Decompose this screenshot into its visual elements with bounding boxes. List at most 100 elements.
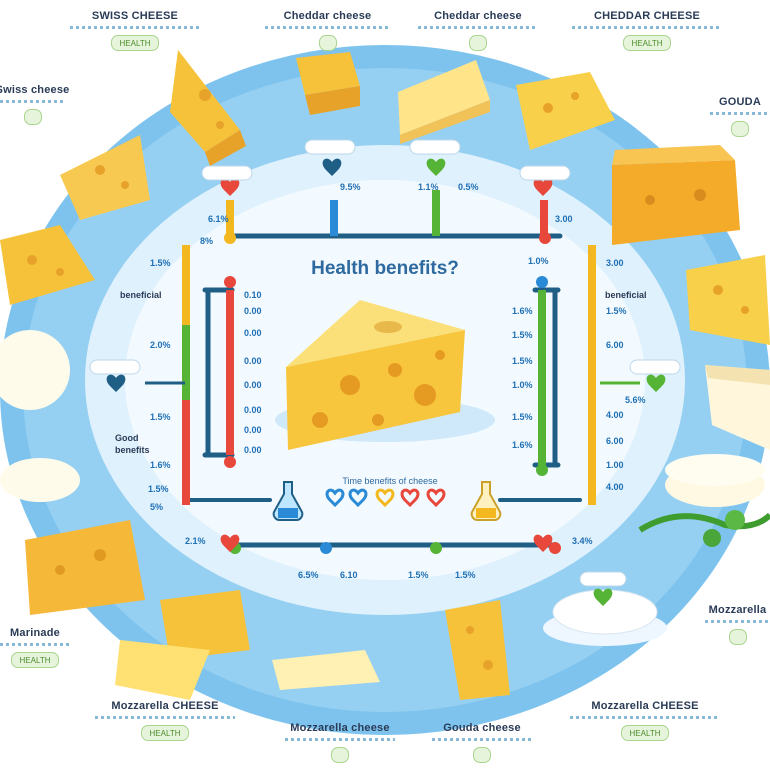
cheese-label-title: GOUDA [719,96,761,108]
cheese-label-pill [731,121,749,137]
side-label-left-lower: Good benefits [115,433,150,455]
cheese-decorations [0,50,770,700]
cheese-label-cheddar2: Cheddar cheese [418,10,538,51]
side-label-right-upper: beneficial [605,290,647,300]
cheese-label-divider [265,26,390,29]
cheese-label-title: Gouda cheese [443,722,521,734]
cheese-label-divider [432,738,532,741]
cheese-label-pill: HEALTH [140,725,190,741]
heart-icon [593,588,613,606]
flask-icon [470,481,502,521]
heart-row [325,488,446,508]
value-label: 0.00 [244,306,262,316]
cheese-label-gouda-bc: Gouda cheese [432,722,532,763]
cheese-label-swiss-left: Swiss cheese [0,84,69,125]
cheese-label-pill: HEALTH [110,35,160,51]
heart-icon [533,178,553,196]
value-label: 3.00 [555,214,573,224]
value-label: 1.5% [512,356,533,366]
heart-icon [426,158,446,176]
value-label: 4.00 [606,482,624,492]
value-label: 0.00 [244,405,262,415]
value-label: 3.4% [572,536,593,546]
value-label: 5% [150,502,164,512]
cheese-label-title: Cheddar cheese [283,10,372,22]
value-label: 6.10 [340,570,358,580]
connectors [186,233,582,548]
value-label: 1.5% [150,258,171,268]
cheese-label-pill [318,35,337,51]
cheese-label-swiss: SWISS CHEESE HEALTH [70,10,200,51]
cheese-label-title: Mozzarella [708,604,767,616]
cheese-label-title: CHEDDAR CHEESE [593,10,701,22]
cheese-label-divider [70,26,200,29]
cheese-label-divider [705,620,770,623]
value-label: 4.00 [606,410,624,420]
cheese-label-divider [285,738,395,741]
cheese-label-pill [469,35,487,51]
cheese-label-divider [95,716,235,719]
value-label: 0.00 [244,425,262,435]
bars [182,190,596,505]
page-title: Health benefits? [311,258,459,279]
value-label: 1.1% [418,182,439,192]
value-label: 0.5% [458,182,479,192]
value-label: 2.1% [185,536,206,546]
cheese-label-pill: HEALTH [620,725,670,741]
flask-icon [272,481,304,521]
cheese-label-title: Mozzarella cheese [290,722,390,734]
value-label: 6.00 [606,436,624,446]
cheese-label-pill [473,747,491,763]
cheese-label-title: Mozzarella CHEESE [591,700,699,712]
cheese-label-pill: HEALTH [622,35,672,51]
value-label: 1.5% [148,484,169,494]
cheese-label-title: SWISS CHEESE [91,10,179,22]
value-label: 1.5% [606,306,627,316]
heart-icon [106,374,126,392]
value-label: 1.5% [150,412,171,422]
value-label: 1.5% [408,570,429,580]
cheese-label-pill [23,109,42,125]
cheese-label-title: Swiss cheese [0,84,70,96]
heart-icon [322,158,342,176]
value-label: 0.00 [244,380,262,390]
value-label: 2.0% [150,340,171,350]
value-label: 5.6% [625,395,646,405]
cheese-label-divider [570,716,720,719]
label-bubbles [89,139,681,587]
value-label: 1.5% [455,570,476,580]
value-label: 6.00 [606,340,624,350]
cheese-label-cheddar1: Cheddar cheese [265,10,390,51]
value-label: 1.5% [512,330,533,340]
value-label: 0.00 [244,445,262,455]
value-label: 1.0% [528,256,549,266]
value-label: 1.00 [606,460,624,470]
value-label: 1.6% [150,460,171,470]
value-label: 0.00 [244,328,262,338]
cheese-label-title: Marinade [10,627,60,639]
cheese-label-title: Cheddar cheese [434,10,522,22]
cheese-label-mozzarella-bl: Mozzarella CHEESE HEALTH [95,700,235,741]
cheese-label-pill: HEALTH [10,652,60,668]
cheese-label-mozzarella-br: Mozzarella CHEESE HEALTH [570,700,720,741]
value-label: 0.00 [244,356,262,366]
heart-icon [533,534,553,552]
cheese-label-mozzarella-bc: Mozzarella cheese [285,722,395,763]
cheese-label-divider [0,643,70,646]
cheese-label-cheddar3: CHEDDAR CHEESE HEALTH [572,10,722,51]
value-label: 6.5% [298,570,319,580]
cheese-label-gouda-right: GOUDA [710,96,770,137]
value-label: 9.5% [340,182,361,192]
value-label: 1.6% [512,306,533,316]
cheese-label-divider [0,100,65,103]
cheese-label-title: Mozzarella CHEESE [111,700,219,712]
heart-icon [646,374,666,392]
central-cheese [275,300,495,450]
heart-icon [220,178,240,196]
cheese-label-divider [572,26,722,29]
side-label-left-upper: beneficial [120,290,162,300]
value-label: 8% [200,236,214,246]
value-label: 0.10 [244,290,262,300]
